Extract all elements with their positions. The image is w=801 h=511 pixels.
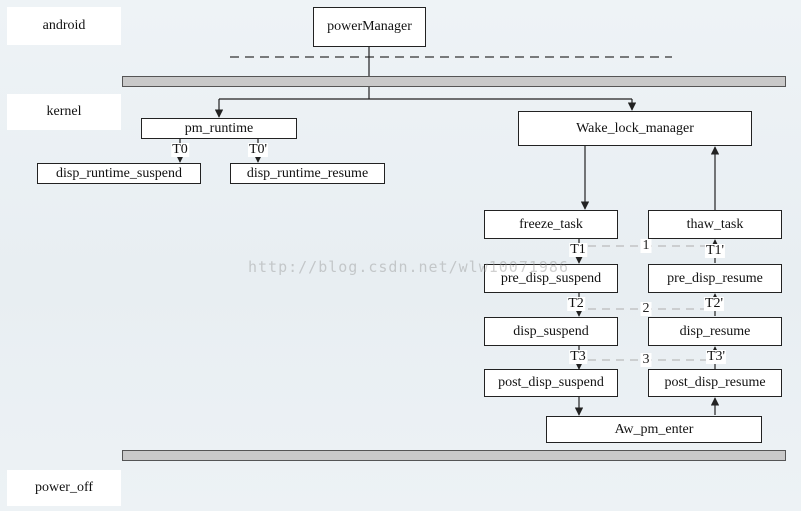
edge-label-t3: T3 xyxy=(569,349,587,364)
layer-kernel-label: kernel xyxy=(46,104,82,119)
pair-label-1: 1 xyxy=(640,238,652,253)
node-disp-resume-label: disp_resume xyxy=(679,323,751,339)
edge-label-t1: T1 xyxy=(569,242,587,257)
node-pre-disp-resume-label: pre_disp_resume xyxy=(667,270,763,286)
node-post-disp-resume: post_disp_resume xyxy=(648,369,782,397)
edge-label-t3-prime: T3' xyxy=(705,349,727,364)
node-disp-resume: disp_resume xyxy=(648,317,782,346)
edge-label-t1-prime: T1' xyxy=(704,243,726,258)
node-disp-runtime-suspend: disp_runtime_suspend xyxy=(37,163,201,184)
power-off-boundary-bar xyxy=(122,450,786,461)
node-post-disp-resume-label: post_disp_resume xyxy=(664,375,766,390)
layer-power-off-label: power_off xyxy=(34,480,94,495)
edge-label-t2-prime: T2' xyxy=(703,296,725,311)
node-wake-lock-manager-label: Wake_lock_manager xyxy=(576,120,694,136)
kernel-boundary-bar xyxy=(122,76,786,87)
node-freeze-task: freeze_task xyxy=(484,210,618,239)
watermark-text: http://blog.csdn.net/wlw10071986 xyxy=(248,258,569,276)
layer-kernel: kernel xyxy=(7,94,121,130)
node-post-disp-suspend-label: post_disp_suspend xyxy=(498,375,604,390)
node-power-manager: powerManager xyxy=(313,7,426,47)
node-wake-lock-manager: Wake_lock_manager xyxy=(518,111,752,146)
node-disp-runtime-suspend-label: disp_runtime_suspend xyxy=(56,165,182,181)
edge-label-t2: T2 xyxy=(567,296,585,311)
pair-label-3: 3 xyxy=(640,352,652,367)
node-freeze-task-label: freeze_task xyxy=(519,216,583,232)
layer-power-off: power_off xyxy=(7,470,121,506)
node-disp-suspend-label: disp_suspend xyxy=(513,323,589,339)
edge-label-t0: T0 xyxy=(171,142,189,157)
node-pre-disp-suspend: pre_disp_suspend xyxy=(484,264,618,293)
node-thaw-task-label: thaw_task xyxy=(686,216,744,232)
pair-label-2: 2 xyxy=(640,301,652,316)
node-thaw-task: thaw_task xyxy=(648,210,782,239)
node-post-disp-suspend: post_disp_suspend xyxy=(484,369,618,397)
edge-label-t0-prime: T0' xyxy=(247,142,269,157)
node-power-manager-label: powerManager xyxy=(327,19,412,34)
node-pm-runtime: pm_runtime xyxy=(141,118,297,139)
node-disp-suspend: disp_suspend xyxy=(484,317,618,346)
node-disp-runtime-resume: disp_runtime_resume xyxy=(230,163,385,184)
node-pm-runtime-label: pm_runtime xyxy=(184,120,254,136)
layer-android: android xyxy=(7,7,121,45)
node-aw-pm-enter-label: Aw_pm_enter xyxy=(614,421,694,437)
node-disp-runtime-resume-label: disp_runtime_resume xyxy=(246,165,369,181)
node-pre-disp-resume: pre_disp_resume xyxy=(648,264,782,293)
node-pre-disp-suspend-label: pre_disp_suspend xyxy=(500,270,602,286)
layer-android-label: android xyxy=(42,18,86,33)
node-aw-pm-enter: Aw_pm_enter xyxy=(546,416,762,443)
